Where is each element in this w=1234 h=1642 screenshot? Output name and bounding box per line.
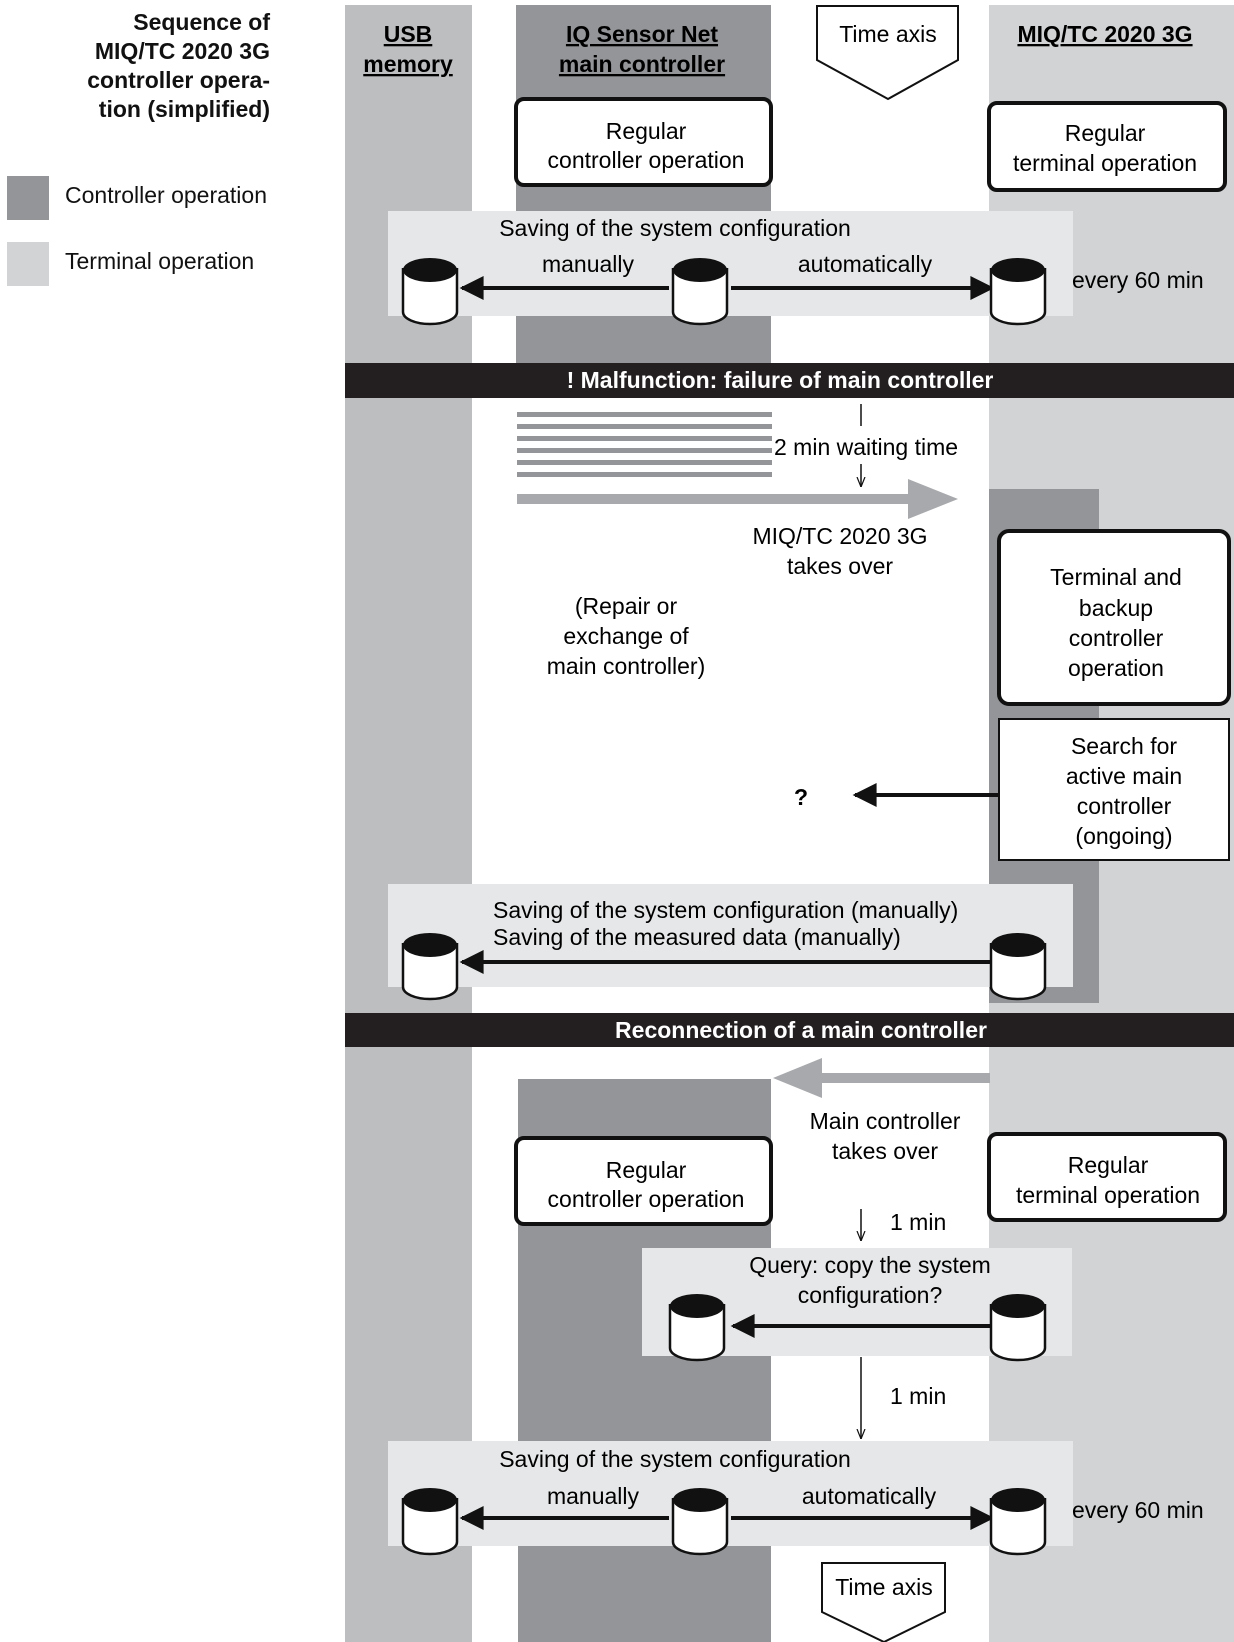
controller-failure-hatch: [517, 412, 772, 477]
search-controller-box: [998, 718, 1230, 861]
reconnection-banner-text: Reconnection of a main controller: [615, 1017, 987, 1043]
time-axis-bottom: [821, 1562, 946, 1642]
backup-controller-label: Terminal and: [1050, 564, 1182, 590]
database-icons: [401, 258, 1047, 1556]
manual-label-3: manually: [547, 1483, 640, 1509]
usb-storage-icon: [401, 258, 459, 326]
reconnect-arrow-head: [773, 1058, 822, 1098]
controller-operation-label: Regular: [606, 118, 687, 144]
main-takeover-label: takes over: [832, 1138, 938, 1164]
saving-config-label: Saving of the system configuration (manu…: [493, 897, 958, 923]
time-axis-bottom-label: Time axis: [835, 1574, 933, 1600]
title-line: Sequence of: [133, 9, 270, 35]
terminal-storage-icon: [989, 1294, 1047, 1362]
reconnect-arrow-shaft: [820, 1073, 990, 1083]
terminal-operation-box-2: [987, 1132, 1227, 1222]
backup-controller-box: [997, 529, 1231, 706]
malfunction-banner: [345, 363, 1234, 398]
takeover-label: MIQ/TC 2020 3G: [752, 523, 927, 549]
main-takeover-label: Main controller: [810, 1108, 961, 1134]
saving-panel-2: [388, 884, 1073, 987]
query-label: Query: copy the system: [749, 1252, 991, 1278]
terminal-storage-icon: [989, 258, 1047, 326]
legend-item-controller: Controller operation: [7, 176, 270, 220]
title-line: controller opera-: [87, 67, 270, 93]
reconnection-banner: [345, 1013, 1234, 1047]
controller-operation-label: controller operation: [548, 147, 745, 173]
repair-note: main controller): [547, 653, 706, 679]
interval-label-3: every 60 min: [1072, 1497, 1204, 1523]
delay-label-1: 1 min: [890, 1209, 946, 1235]
terminal-operation-label-2: Regular: [1068, 1152, 1149, 1178]
usb-storage-icon: [401, 933, 459, 1001]
takeover-arrow-head: [908, 479, 958, 519]
usb-header: memory: [363, 51, 453, 77]
controller-operation-box-2: [514, 1136, 773, 1226]
terminal-operation-box: [987, 101, 1227, 192]
search-controller-label: controller: [1077, 793, 1172, 819]
controller-storage-icon: [671, 258, 729, 326]
automatic-label-3: automatically: [802, 1483, 937, 1509]
terminal-operation-label: Regular: [1065, 120, 1146, 146]
time-axis-top-label: Time axis: [839, 21, 937, 47]
repair-note: exchange of: [563, 623, 689, 649]
usb-header: USB: [384, 21, 433, 47]
search-controller-label: (ongoing): [1075, 823, 1172, 849]
controller-operation-box: [514, 97, 773, 187]
unknown-controller-mark: ?: [794, 784, 808, 810]
delay-label-2: 1 min: [890, 1383, 946, 1409]
legend-item-terminal: Terminal operation: [7, 242, 270, 286]
search-controller-label: Search for: [1071, 733, 1177, 759]
terminal-storage-icon: [989, 1488, 1047, 1556]
terminal-operation-label: terminal operation: [1013, 150, 1197, 176]
usb-storage-icon: [401, 1488, 459, 1556]
title-line: tion (simplified): [98, 96, 270, 122]
terminal-operation-label-2: terminal operation: [1016, 1182, 1200, 1208]
query-label: configuration?: [798, 1282, 943, 1308]
main-controller-header: IQ Sensor Net: [566, 21, 718, 47]
search-controller-label: active main: [1066, 763, 1182, 789]
manual-label-1: manually: [542, 251, 635, 277]
automatic-label-1: automatically: [798, 251, 933, 277]
legend-label-controller: Controller operation: [65, 182, 268, 208]
takeover-arrow-shaft: [517, 494, 910, 504]
controller-operation-label-2: controller operation: [548, 1186, 745, 1212]
legend-swatch-controller: [7, 176, 49, 220]
waiting-time-label: 2 min waiting time: [774, 434, 958, 460]
malfunction-banner-text: ! Malfunction: failure of main controlle…: [567, 367, 994, 393]
legend-label-terminal: Terminal operation: [65, 248, 255, 274]
terminal-storage-icon: [989, 933, 1047, 1001]
repair-note: (Repair or: [575, 593, 678, 619]
saving-panel-3: [388, 1441, 1073, 1546]
legend-swatch-terminal: [7, 242, 49, 286]
takeover-label: takes over: [787, 553, 893, 579]
saving-title-1: Saving of the system configuration: [499, 215, 851, 241]
backup-controller-label: controller: [1069, 625, 1164, 651]
terminal-header: MIQ/TC 2020 3G: [1017, 21, 1192, 47]
main-controller-header: main controller: [559, 51, 725, 77]
saving-data-label: Saving of the measured data (manually): [493, 924, 901, 950]
controller-operation-label-2: Regular: [606, 1157, 687, 1183]
title-line: MIQ/TC 2020 3G: [94, 38, 270, 64]
time-axis-top: [816, 5, 959, 101]
backup-controller-label: backup: [1079, 595, 1153, 621]
saving-panel-1: [388, 211, 1073, 316]
backup-controller-label: operation: [1068, 655, 1164, 681]
controller-storage-icon: [671, 1488, 729, 1556]
saving-title-3: Saving of the system configuration: [499, 1446, 851, 1472]
interval-label-1: every 60 min: [1072, 267, 1204, 293]
diagram-title: Sequence of MIQ/TC 2020 3G controller op…: [20, 8, 270, 124]
controller-storage-icon: [668, 1294, 726, 1362]
